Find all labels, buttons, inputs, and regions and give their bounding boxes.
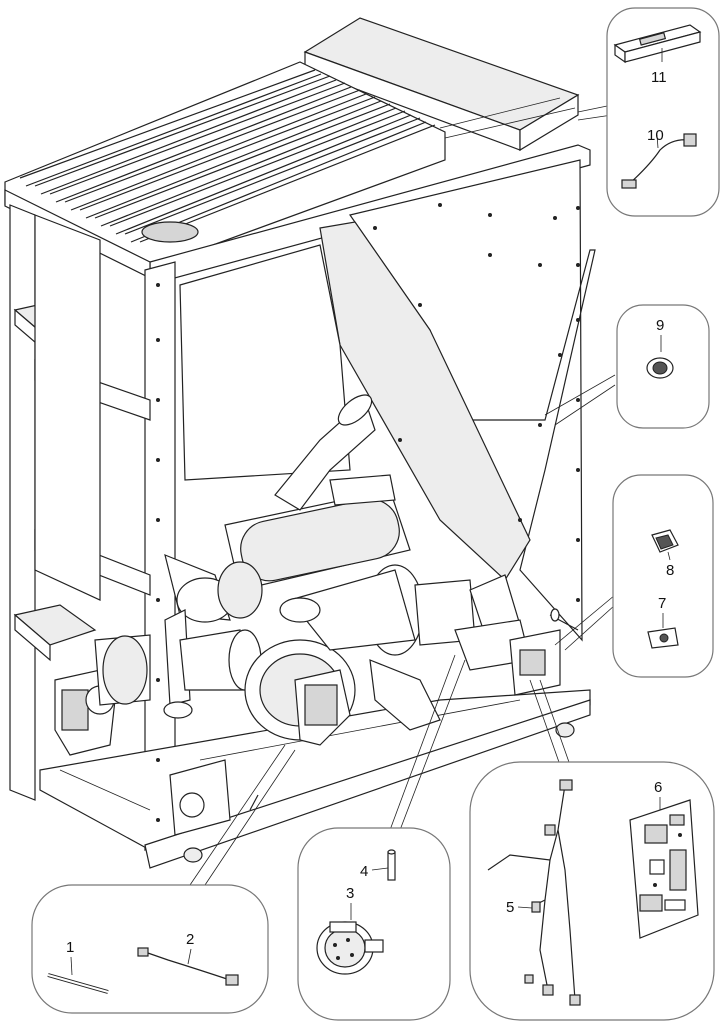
gas-valve-left [54,634,151,756]
callout-group-5-6: 6 5 [469,761,715,1021]
callout-11: 11 [651,69,667,86]
callout-4: 4 [360,863,368,880]
callout-group-10-11: 11 10 [606,7,720,217]
part-5-wiring-harness [487,779,581,1006]
logo-plate [141,221,199,243]
boiler-unit [4,17,596,869]
callout-2: 2 [186,931,194,948]
callout-10: 10 [647,127,664,144]
callout-1: 1 [66,939,74,956]
base-front [144,699,591,869]
part-7-sensor [647,627,679,649]
part-9-grommet [646,357,674,379]
part-3-pressure-switch [316,921,384,975]
gas-valve-right [414,574,579,696]
part-10-cable [621,133,697,189]
foot-right [555,722,575,738]
part-6-control-board [629,799,699,939]
callout-9: 9 [656,317,664,334]
callout-3: 3 [346,885,354,902]
part-8-switch [651,529,679,553]
callout-group-7-8: 8 7 [612,474,714,678]
leader-lines [189,104,616,886]
foot-left [183,847,203,863]
callout-group-3-4: 4 3 [297,827,451,1021]
exhaust-pipes [163,554,263,719]
part-1-electrode [47,973,109,994]
left-frame [9,204,176,851]
fastener-dots [156,203,580,822]
part-11-display [613,24,702,64]
burner-assembly [224,394,411,591]
callout-6: 6 [654,779,662,796]
callout-group-1-2: 1 2 [31,884,269,1014]
callout-7: 7 [658,595,666,612]
heat-exchanger-fins [4,61,446,269]
diagonal-channel [319,221,531,581]
callout-group-9: 9 [616,304,710,429]
part-4-pin [387,849,396,881]
part-2-cable [137,947,239,986]
fan-assembly [244,564,441,746]
callout-8: 8 [666,562,674,579]
callout-5: 5 [506,899,514,916]
